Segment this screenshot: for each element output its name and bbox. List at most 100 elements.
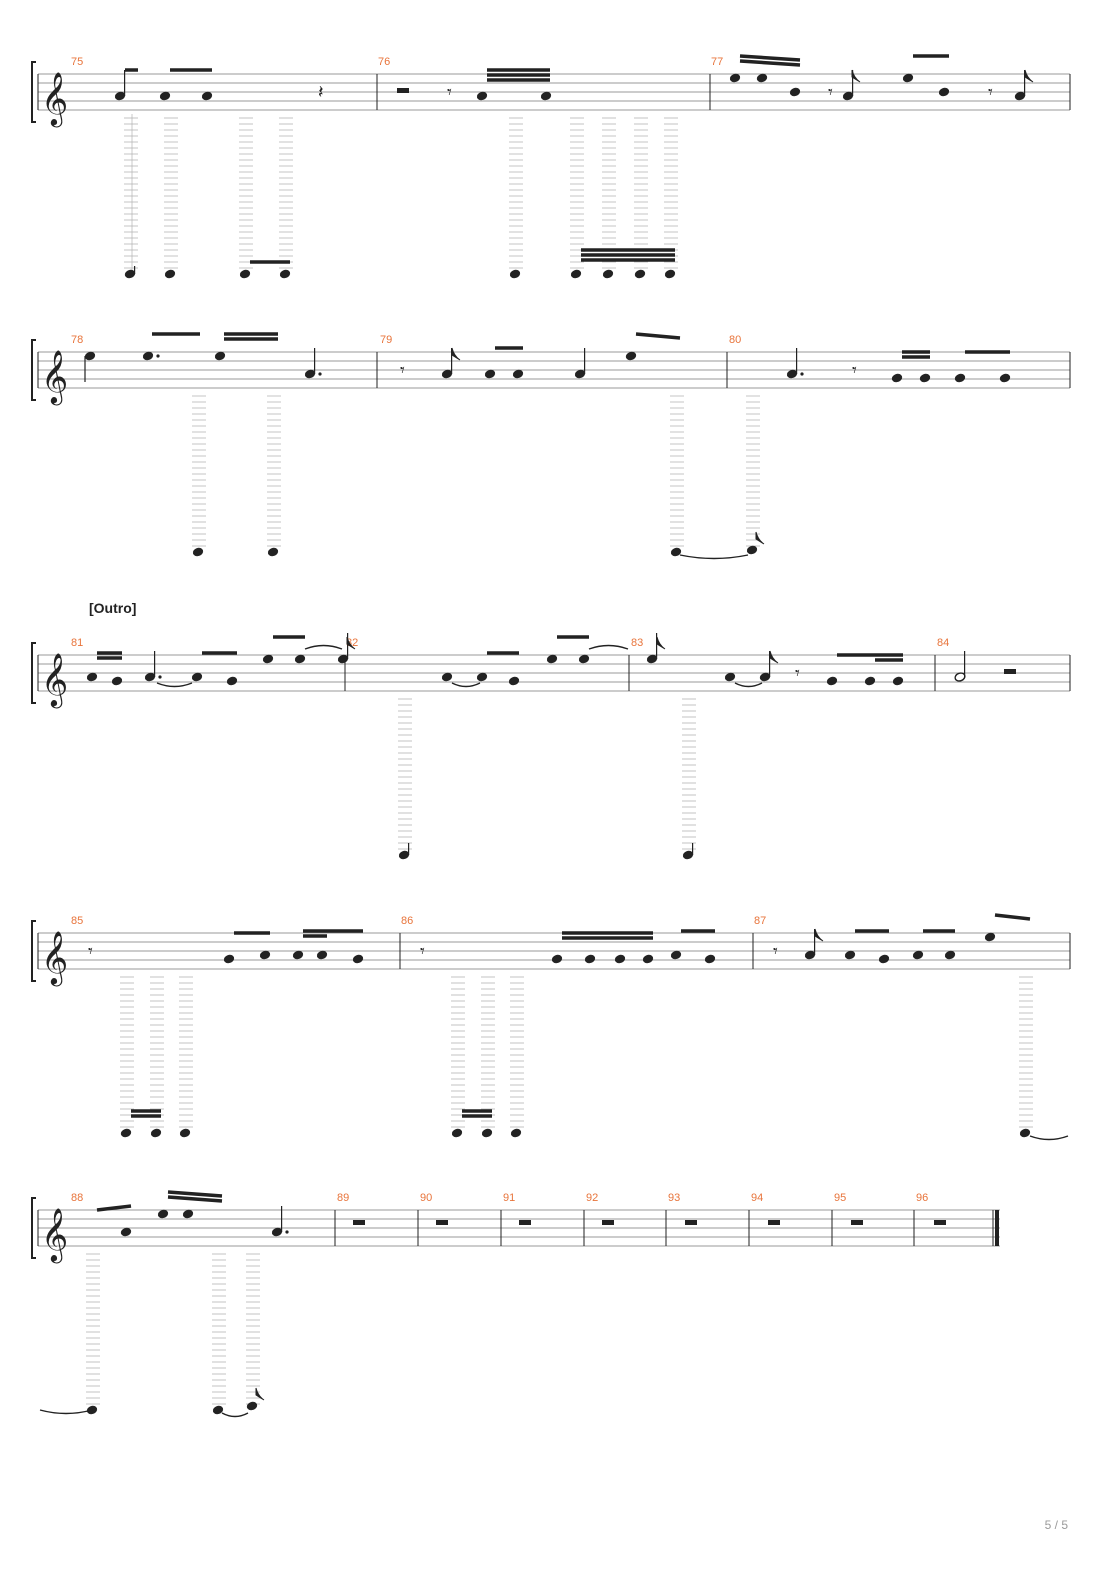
- note-head: [551, 954, 563, 964]
- note-head: [294, 654, 306, 664]
- note-flag: [851, 69, 861, 83]
- note-head: [704, 954, 716, 964]
- measure-number: 80: [729, 334, 741, 346]
- note-head: [157, 1209, 169, 1219]
- measure-number: 81: [71, 637, 83, 649]
- augmentation-dot: [800, 372, 804, 376]
- tie-curve: [679, 554, 749, 560]
- quarter-rest-icon: 𝄽: [318, 82, 324, 103]
- note-beam: [739, 59, 801, 67]
- note-head: [159, 91, 171, 101]
- measure-number: 83: [631, 637, 643, 649]
- note-head: [508, 676, 520, 686]
- note-head: [451, 1128, 463, 1138]
- half-rest-icon: [519, 1220, 531, 1225]
- note-head: [826, 676, 838, 686]
- system-bracket: [31, 920, 36, 982]
- note-head: [279, 269, 291, 279]
- note-head: [201, 91, 213, 101]
- measure-number: 90: [420, 1192, 432, 1204]
- note-flag: [656, 636, 666, 650]
- tie-curve: [734, 682, 763, 688]
- tie-curve: [156, 682, 193, 688]
- note-head: [150, 1128, 162, 1138]
- augmentation-dot: [285, 1230, 289, 1234]
- note-head: [746, 545, 758, 555]
- note-head: [86, 1405, 98, 1415]
- measure-number: 87: [754, 915, 766, 927]
- note-head: [182, 1209, 194, 1219]
- note-head: [664, 269, 676, 279]
- note-head: [111, 676, 123, 686]
- note-head: [509, 269, 521, 279]
- note-head: [902, 73, 914, 83]
- augmentation-dot: [156, 354, 160, 358]
- note-flag: [346, 636, 356, 650]
- note-head: [729, 73, 741, 83]
- measure-number: 79: [380, 334, 392, 346]
- note-head: [267, 547, 279, 557]
- page-number: 5 / 5: [1044, 1518, 1068, 1532]
- note-head: [214, 351, 226, 361]
- note-head: [292, 950, 304, 960]
- note-head: [984, 932, 996, 942]
- system-bracket: [31, 642, 36, 704]
- measure-number: 93: [668, 1192, 680, 1204]
- half-rest-icon: [397, 88, 409, 93]
- augmentation-dot: [318, 372, 322, 376]
- eighth-rest-icon: 𝄾: [447, 82, 452, 103]
- note-flag: [814, 928, 824, 942]
- measure-number: 92: [586, 1192, 598, 1204]
- note-head: [441, 672, 453, 682]
- half-rest-icon: [851, 1220, 863, 1225]
- note-head: [316, 950, 328, 960]
- note-head: [223, 954, 235, 964]
- half-rest-icon: [768, 1220, 780, 1225]
- note-head: [756, 73, 768, 83]
- measure-number: 88: [71, 1192, 83, 1204]
- treble-clef-icon: 𝄞: [41, 71, 68, 127]
- note-head: [578, 654, 590, 664]
- measure-number: 86: [401, 915, 413, 927]
- note-head: [120, 1227, 132, 1237]
- treble-clef-icon: 𝄞: [41, 930, 68, 986]
- note-head: [789, 87, 801, 97]
- measure-number: 94: [751, 1192, 763, 1204]
- note-head: [510, 1128, 522, 1138]
- note-head: [191, 672, 203, 682]
- measure-number: 95: [834, 1192, 846, 1204]
- eighth-rest-icon: 𝄾: [852, 360, 857, 381]
- note-head: [484, 369, 496, 379]
- note-head: [670, 950, 682, 960]
- half-rest-icon: [685, 1220, 697, 1225]
- note-beam: [167, 1195, 223, 1203]
- note-head: [262, 654, 274, 664]
- final-barline-thick: [995, 1210, 999, 1246]
- note-head: [584, 954, 596, 964]
- note-head: [239, 269, 251, 279]
- section-label-outro: [Outro]: [89, 600, 137, 616]
- note-head: [670, 547, 682, 557]
- note-head: [625, 351, 637, 361]
- note-head: [944, 950, 956, 960]
- note-beam: [635, 332, 681, 340]
- note-flag: [451, 347, 461, 361]
- note-head: [1019, 1128, 1031, 1138]
- note-head: [634, 269, 646, 279]
- note-head: [891, 373, 903, 383]
- note-head: [476, 91, 488, 101]
- note-head: [938, 87, 950, 97]
- treble-clef-icon: 𝄞: [41, 652, 68, 708]
- measure-number: 77: [711, 56, 723, 68]
- note-head: [570, 269, 582, 279]
- note-head: [724, 672, 736, 682]
- note-head: [546, 654, 558, 664]
- note-head: [226, 676, 238, 686]
- note-flag: [1024, 69, 1034, 83]
- eighth-rest-icon: 𝄾: [400, 360, 405, 381]
- eighth-rest-icon: 𝄾: [828, 82, 833, 103]
- note-flag: [769, 650, 779, 664]
- note-head: [212, 1405, 224, 1415]
